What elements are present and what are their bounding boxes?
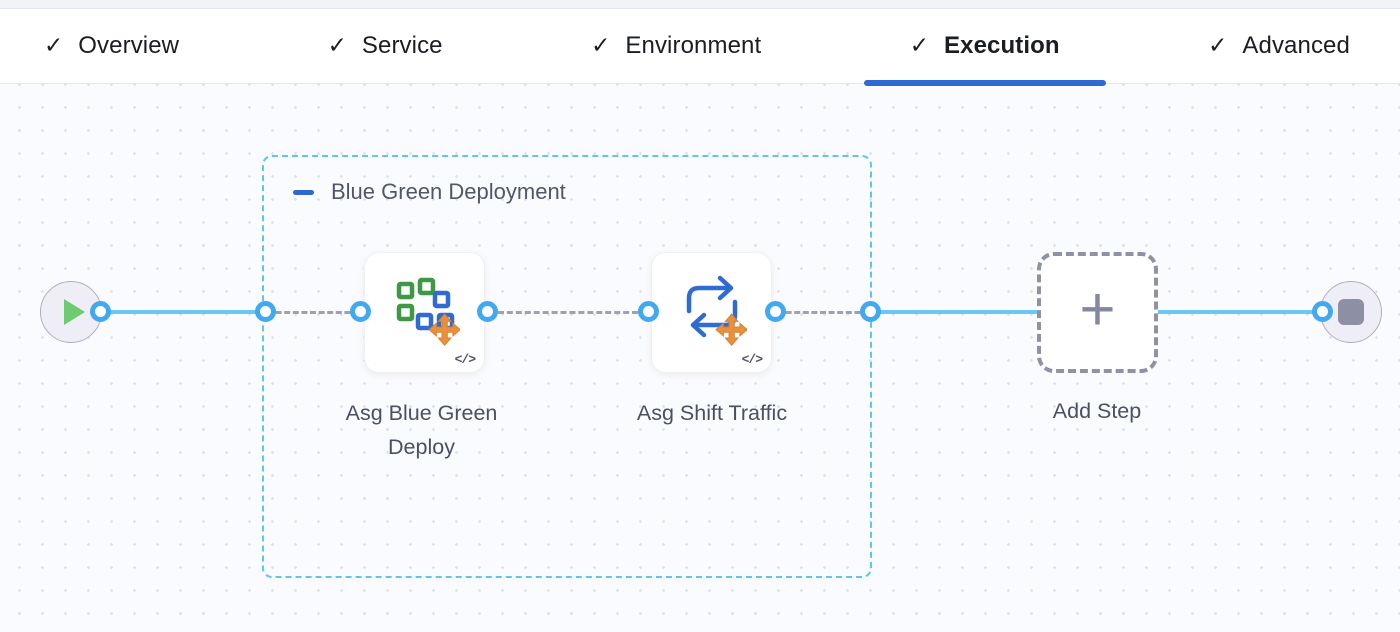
add-step-label: Add Step	[1052, 399, 1142, 423]
step-group-blue-green-deployment: Blue Green Deployment	[262, 155, 872, 578]
asg-blue-green-deploy-icon	[396, 277, 460, 347]
check-icon: ✓	[1208, 32, 1228, 59]
port-step2-in[interactable]	[638, 301, 659, 322]
port-group-in[interactable]	[255, 301, 276, 322]
step-node-asg-shift-traffic[interactable]: </>	[651, 252, 772, 373]
port-end-in[interactable]	[1312, 301, 1333, 322]
tab-label: Service	[361, 32, 443, 59]
pipeline-end-node[interactable]	[1320, 281, 1382, 343]
port-group-out[interactable]	[860, 301, 881, 322]
tab-execution[interactable]: ✓ Execution	[863, 9, 1106, 86]
flow-line-group-to-step1	[267, 310, 359, 314]
port-step2-out[interactable]	[765, 301, 786, 322]
pipeline-start-node[interactable]	[40, 281, 102, 343]
tab-label: Overview	[78, 32, 180, 59]
check-icon: ✓	[327, 32, 347, 59]
tab-label: Advanced	[1242, 32, 1350, 59]
stage-config-tabbar: ✓ Overview ✓ Service ✓ Environment ✓ Exe…	[0, 9, 1400, 86]
tab-overview[interactable]: ✓ Overview	[44, 9, 179, 83]
window-top-strip	[0, 0, 1400, 9]
port-step1-in[interactable]	[350, 301, 371, 322]
active-tab-underline	[863, 80, 1106, 86]
port-step1-out[interactable]	[477, 301, 498, 322]
check-icon: ✓	[909, 32, 930, 59]
tab-label: Execution	[944, 32, 1060, 59]
step-node-asg-blue-green-deploy[interactable]: </>	[364, 252, 485, 373]
flow-line-step1-to-step2	[489, 310, 647, 314]
tab-label: Environment	[625, 32, 762, 59]
flow-line-start-to-group	[100, 310, 267, 314]
plus-icon: +	[1079, 274, 1116, 344]
code-icon: </>	[454, 352, 476, 367]
step-label-asg-blue-green-deploy: Asg Blue Green Deploy	[345, 401, 498, 460]
code-icon: </>	[741, 352, 763, 367]
check-icon: ✓	[591, 32, 611, 59]
port-start-out[interactable]	[90, 301, 111, 322]
step-group-label: Blue Green Deployment	[331, 179, 566, 204]
add-step-button[interactable]: +	[1037, 252, 1158, 373]
tab-service[interactable]: ✓ Service	[328, 9, 443, 83]
stop-icon	[1338, 299, 1364, 325]
step-label-asg-shift-traffic: Asg Shift Traffic	[636, 401, 788, 425]
asg-shift-traffic-icon	[686, 275, 747, 347]
pipeline-canvas[interactable]: Blue Green Deployment </>	[0, 84, 1400, 631]
play-icon	[63, 299, 85, 325]
tab-environment[interactable]: ✓ Environment	[591, 9, 761, 83]
flow-line-step2-to-group-exit	[777, 310, 869, 314]
collapse-group-icon[interactable]	[292, 181, 314, 203]
check-icon: ✓	[44, 32, 64, 59]
step-group-header: Blue Green Deployment	[292, 179, 566, 205]
tab-advanced[interactable]: ✓ Advanced	[1208, 9, 1350, 83]
